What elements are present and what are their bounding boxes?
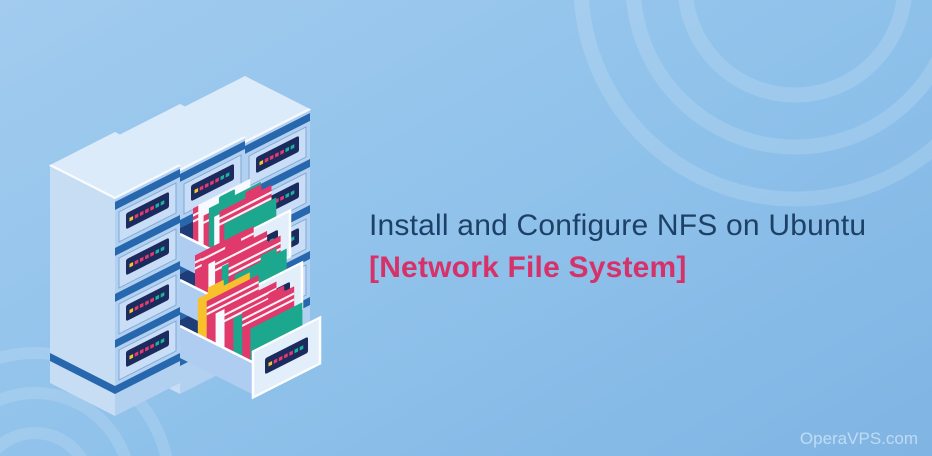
- headline-block: Install and Configure NFS on Ubuntu [Net…: [369, 205, 866, 289]
- watermark: OperaVPS.com: [799, 429, 918, 448]
- open-drawer-bottom: [179, 272, 322, 399]
- decor-rings-bottom-left: [0, 347, 173, 456]
- banner-title: Install and Configure NFS on Ubuntu: [369, 209, 867, 242]
- cabinet-tower-left: [48, 131, 182, 417]
- decor-rings-top-right: [574, 0, 932, 207]
- banner-subtitle: [Network File System]: [369, 251, 687, 284]
